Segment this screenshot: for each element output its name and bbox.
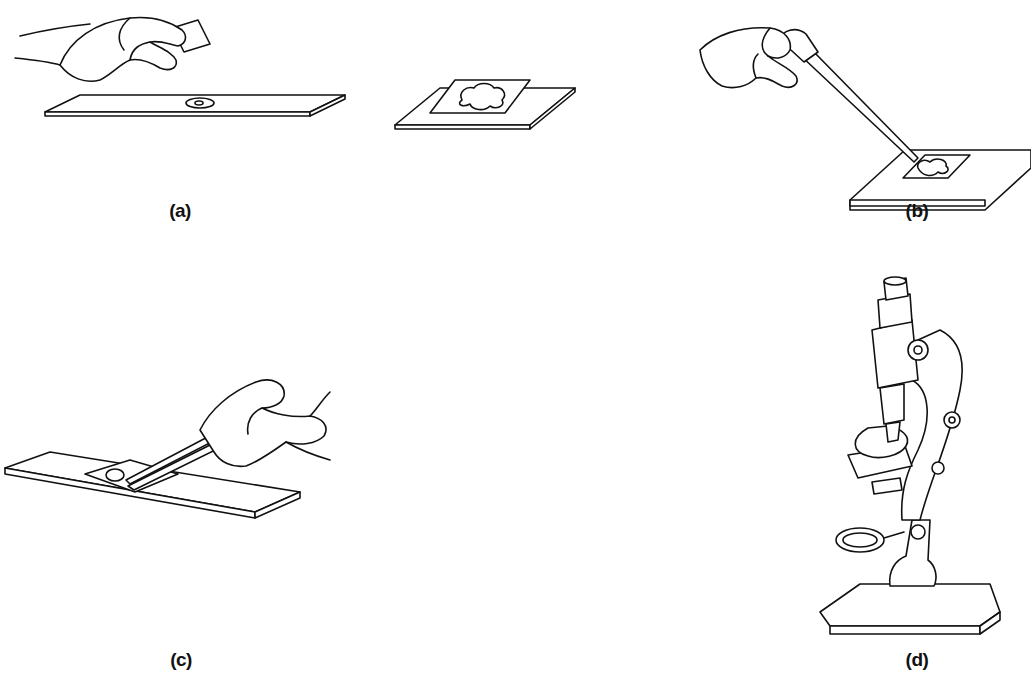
dropper-with-hand bbox=[700, 28, 918, 162]
slide-with-cover-slip bbox=[395, 80, 575, 129]
slide-with-drop bbox=[45, 95, 345, 116]
panel-label: (b) bbox=[906, 200, 929, 222]
forceps-with-hand bbox=[126, 380, 330, 490]
panel-label: (c) bbox=[170, 649, 192, 671]
hand-with-cover-slip bbox=[15, 18, 210, 82]
panel-label: (a) bbox=[169, 200, 191, 222]
microscope bbox=[820, 277, 1000, 634]
panel-label: (d) bbox=[906, 649, 929, 671]
slide-with-cover-slip bbox=[850, 150, 1031, 210]
